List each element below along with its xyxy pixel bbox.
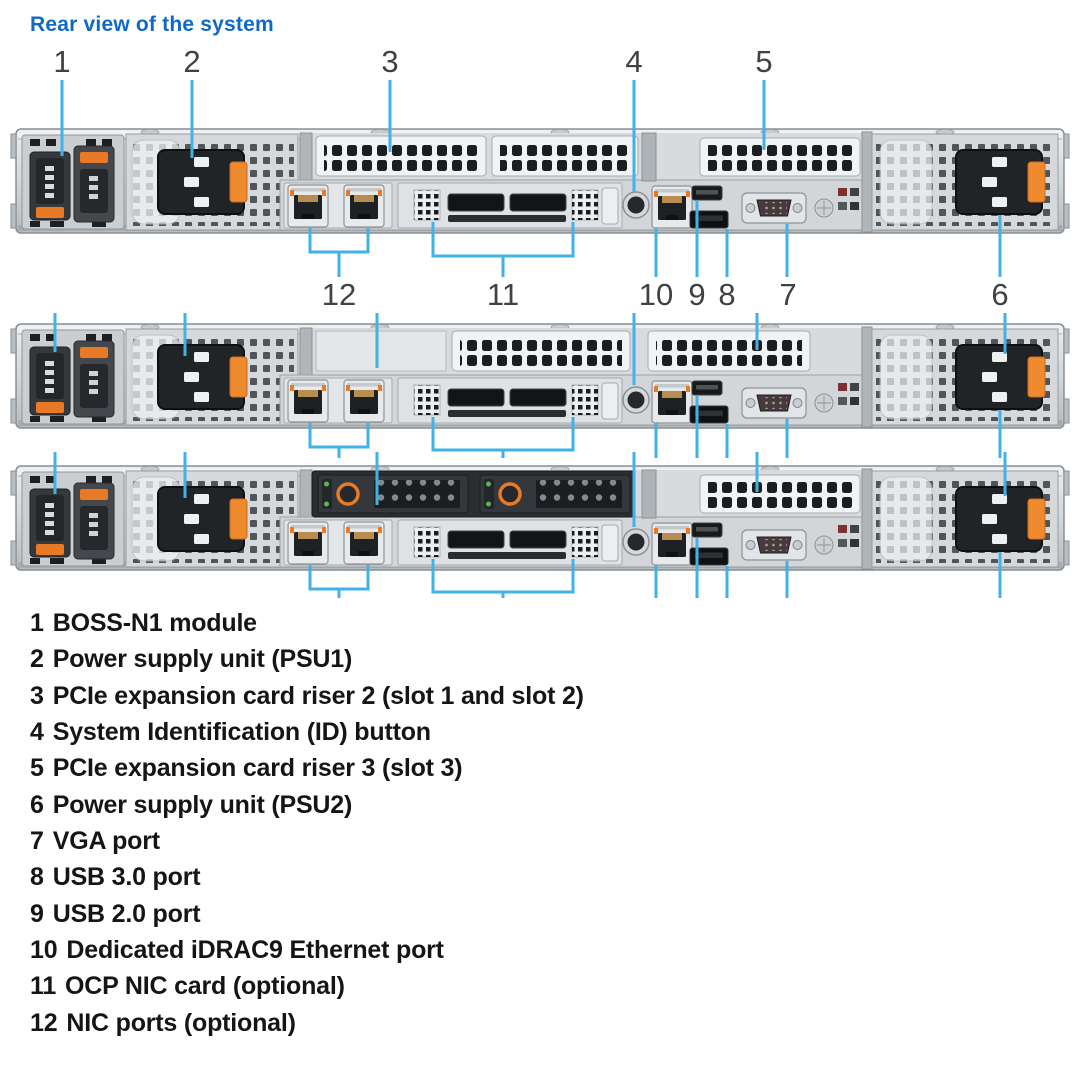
legend-item: 3 PCIe expansion card riser 2 (slot 1 and… xyxy=(30,678,584,714)
legend-item-number: 4 xyxy=(30,718,44,747)
callout-number-12: 12 xyxy=(321,277,357,312)
callout-number-11: 11 xyxy=(486,277,520,312)
page-title: Rear view of the system xyxy=(30,13,274,36)
legend-item: 7 VGA port xyxy=(30,823,584,859)
callout-number-4: 4 xyxy=(625,44,643,79)
legend-item: 4 System Identification (ID) button xyxy=(30,714,584,750)
legend-item: 6 Power supply unit (PSU2) xyxy=(30,787,584,823)
legend-item-number: 12 xyxy=(30,1008,58,1037)
server-rear-view-3 xyxy=(11,466,1069,570)
legend-item: 2 Power supply unit (PSU1) xyxy=(30,641,584,677)
legend-item: 5 PCIe expansion card riser 3 (slot 3) xyxy=(30,750,584,786)
legend-item-label: System Identification (ID) button xyxy=(52,718,431,747)
callout-number-1: 1 xyxy=(53,44,71,79)
callout-number-6: 6 xyxy=(991,277,1009,312)
legend-item-number: 11 xyxy=(30,972,57,1001)
legend-item-label: USB 2.0 port xyxy=(52,899,201,928)
legend-item-label: Power supply unit (PSU1) xyxy=(52,645,353,674)
legend-item-label: OCP NIC card (optional) xyxy=(65,972,345,1001)
legend-item-label: USB 3.0 port xyxy=(52,863,201,892)
legend-item: 8 USB 3.0 port xyxy=(30,859,584,895)
legend-item: 9 USB 2.0 port xyxy=(30,896,584,932)
callout-number-2: 2 xyxy=(183,44,201,79)
legend-item-number: 7 xyxy=(30,827,44,856)
callout-number-5: 5 xyxy=(755,44,773,79)
callout-leader-lines xyxy=(53,80,1007,598)
legend-item-label: BOSS-N1 module xyxy=(52,609,257,637)
server-rear-view-1 xyxy=(11,129,1069,233)
callout-number-9: 9 xyxy=(688,277,706,312)
legend-item-number: 1 xyxy=(30,609,44,637)
legend-item-label: VGA port xyxy=(52,827,160,856)
legend-item-label: PCIe expansion card riser 3 (slot 3) xyxy=(52,754,463,783)
legend: 1 BOSS-N1 module 2 Power supply unit (PSU1… xyxy=(30,605,584,1041)
legend-item-number: 2 xyxy=(30,645,44,674)
legend-item-label: Dedicated iDRAC9 Ethernet port xyxy=(66,936,444,965)
server-rear-view-2 xyxy=(11,324,1069,428)
legend-item-number: 3 xyxy=(30,681,44,710)
legend-item-number: 9 xyxy=(30,899,44,928)
rear-view-diagram xyxy=(0,80,1080,598)
legend-item: 12 NIC ports (optional) xyxy=(30,1005,584,1041)
legend-item-number: 5 xyxy=(30,754,44,783)
legend-item: 11 OCP NIC card (optional) xyxy=(30,968,584,1004)
callout-number-7: 7 xyxy=(779,277,797,312)
legend-item-number: 6 xyxy=(30,790,44,819)
legend-item-label: NIC ports (optional) xyxy=(66,1008,296,1037)
legend-item-number: 8 xyxy=(30,863,44,892)
legend-item-label: Power supply unit (PSU2) xyxy=(52,790,353,819)
legend-item-label: PCIe expansion card riser 2 (slot 1 and … xyxy=(52,681,584,710)
callout-number-3: 3 xyxy=(381,44,399,79)
legend-item: 1 BOSS-N1 module xyxy=(30,605,584,641)
callout-number-8: 8 xyxy=(718,277,736,312)
legend-item-number: 10 xyxy=(30,936,58,965)
callout-number-10: 10 xyxy=(638,277,674,312)
legend-item: 10 Dedicated iDRAC9 Ethernet port xyxy=(30,932,584,968)
